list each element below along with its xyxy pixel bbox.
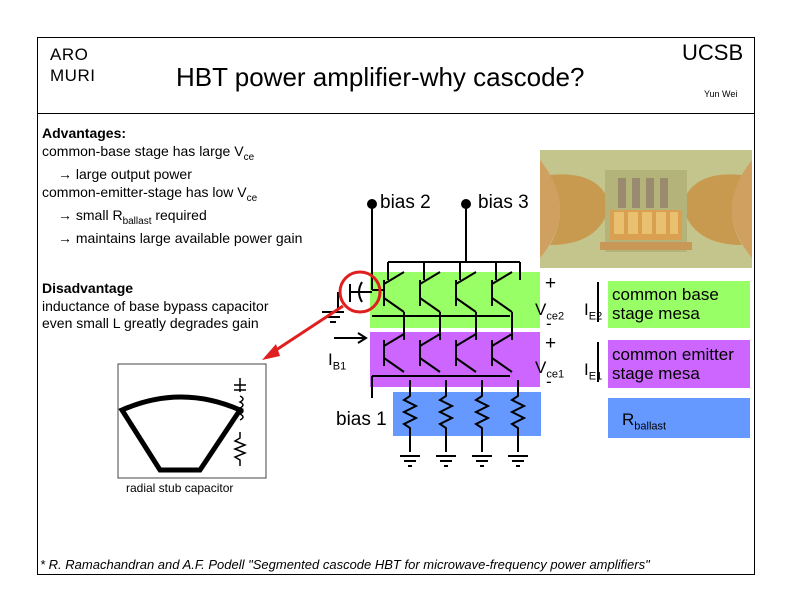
header-divider: [37, 113, 755, 114]
org-label: ARO MURI: [50, 44, 95, 86]
advantages-line-1: common-base stage has large Vce: [42, 142, 255, 163]
org-line-2: MURI: [50, 66, 96, 85]
common-emitter-label: common emitter stage mesa: [612, 345, 734, 383]
disadvantage-line-2: even small L greatly degrades gain: [42, 315, 259, 332]
disadvantage-heading: Disadvantage: [42, 280, 134, 296]
bias2-label: bias 2: [380, 192, 431, 213]
ie2-label: IE2: [584, 300, 603, 323]
footnote: * R. Ramachandran and A.F. Podell "Segme…: [40, 557, 650, 572]
vce2-minus: -: [546, 314, 552, 333]
institution-label: UCSB: [682, 40, 744, 65]
advantages-heading: Advantages:: [42, 125, 127, 141]
vce2-label: Vce2: [535, 300, 565, 323]
common-base-label: common base stage mesa: [612, 285, 719, 323]
die-photo-graphic: [540, 160, 752, 258]
disadvantage-line-1: inductance of base bypass capacitor: [42, 297, 269, 314]
slide-title: HBT power amplifier-why cascode?: [176, 62, 585, 92]
advantages-line-4: → small Rballast required: [58, 206, 207, 227]
ballast-label-band: [608, 398, 750, 438]
bias3-label: bias 3: [478, 192, 529, 213]
vce1-minus: -: [546, 372, 552, 391]
advantages-line-2: → large output power: [58, 165, 192, 182]
disadvantage-block: Disadvantage inductance of base bypass c…: [42, 280, 268, 333]
slide-frame: [37, 37, 755, 575]
advantages-line-3: common-emitter-stage has low Vce: [42, 183, 258, 204]
ie1-label: IE1: [584, 360, 603, 383]
pointer-arrow-icon: [262, 344, 280, 360]
common-base-label-band: [608, 281, 750, 328]
rballast-label: Rballast: [622, 410, 667, 433]
inset-caption: radial stub capacitor: [126, 481, 234, 495]
ib1-label: IB1: [328, 350, 347, 373]
die-photo: [540, 150, 752, 268]
common-emitter-label-band: [608, 340, 750, 388]
vce2-plus: +: [545, 273, 557, 294]
bypass-capacitor-highlight: [338, 270, 382, 314]
author-label: Yun Wei: [704, 89, 738, 99]
vce1-plus: +: [545, 333, 557, 354]
advantages-block: Advantages: common-base stage has large …: [42, 125, 302, 248]
bias1-label: bias 1: [336, 409, 387, 430]
advantages-line-5: → maintains large available power gain: [58, 230, 303, 247]
radial-stub-shape: [118, 394, 244, 473]
vce1-label: Vce1: [535, 358, 565, 381]
org-line-1: ARO: [50, 45, 89, 64]
